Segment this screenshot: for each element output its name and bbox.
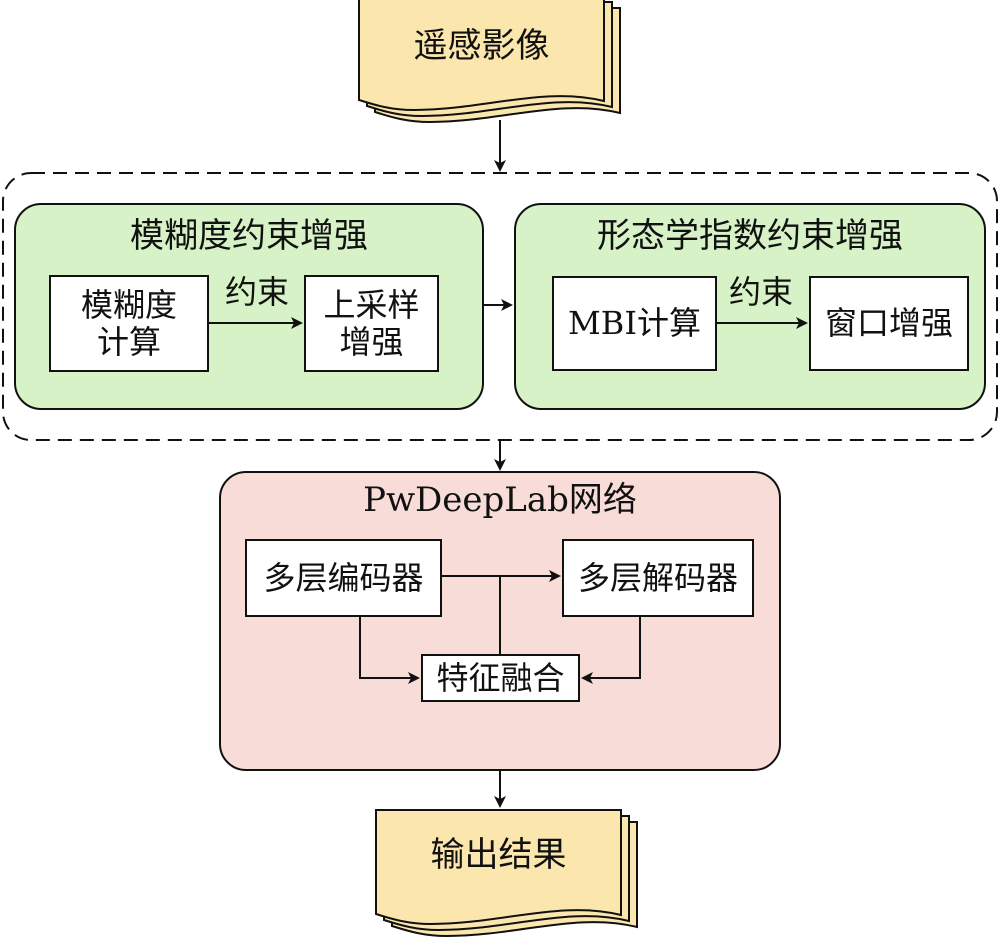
fusion-box [421,654,580,702]
blur-calc-box [49,275,209,372]
encoder-box [245,539,442,617]
window-box [809,276,969,371]
input-document-stack [358,0,621,124]
upsample-box [304,275,439,372]
decoder-box [562,539,754,617]
output-document-stack [375,809,638,938]
arrow-decoder-to-fusion [581,616,641,684]
arrow-encoder-to-fusion [359,616,420,684]
mbi-calc-box [552,276,717,371]
